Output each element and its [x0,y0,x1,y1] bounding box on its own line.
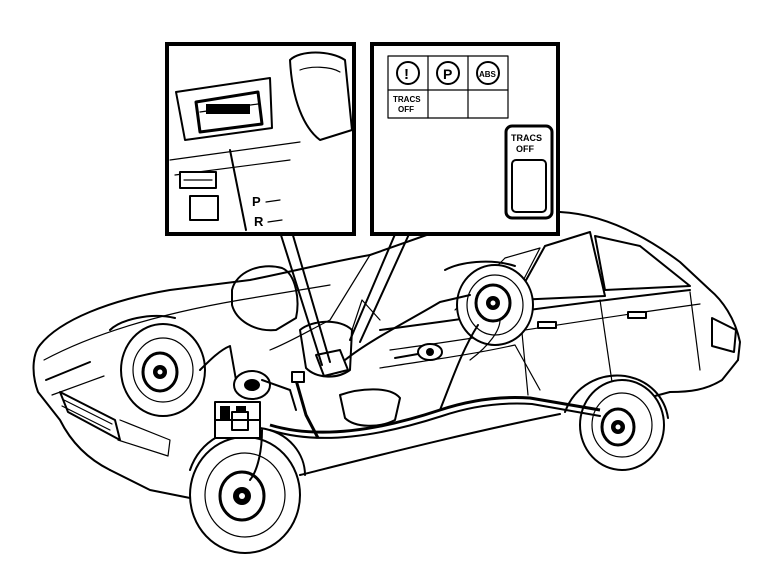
tracs-lamp-label-2: OFF [398,105,414,114]
svg-text:ABS: ABS [479,70,497,79]
control-module [315,349,349,377]
callout-leaders [279,231,411,366]
inset-warning-panel: ! P ABS TRACS OFF TRACS OFF [370,42,560,236]
tracs-switch-label-1: TRACS [511,133,542,143]
abs-modulator-unit [214,401,261,439]
tracs-off-switch[interactable]: TRACS OFF [504,124,554,220]
rear-left-wheel [579,379,665,471]
abs-icon [476,61,500,85]
parking-brake-icon [436,61,460,85]
interior [231,265,401,427]
front-left-wheel [189,436,301,554]
brake-lines [199,294,601,481]
gear-p-label: P [252,194,261,209]
throttle-sensor [394,343,443,361]
svg-text:!: ! [404,66,409,83]
rear-right-wheel [456,264,534,346]
brake-pedal [291,371,320,439]
brake-master-cylinder [233,370,297,411]
gear-r-label: R [254,214,264,229]
tracs-lamp-label-1: TRACS [393,95,421,104]
front-right-wheel [120,323,206,417]
warning-exclamation-icon [396,61,420,85]
inset-gear-selector: P R [165,42,356,236]
tracs-switch-label-2: OFF [516,144,534,154]
svg-text:P: P [443,66,452,82]
